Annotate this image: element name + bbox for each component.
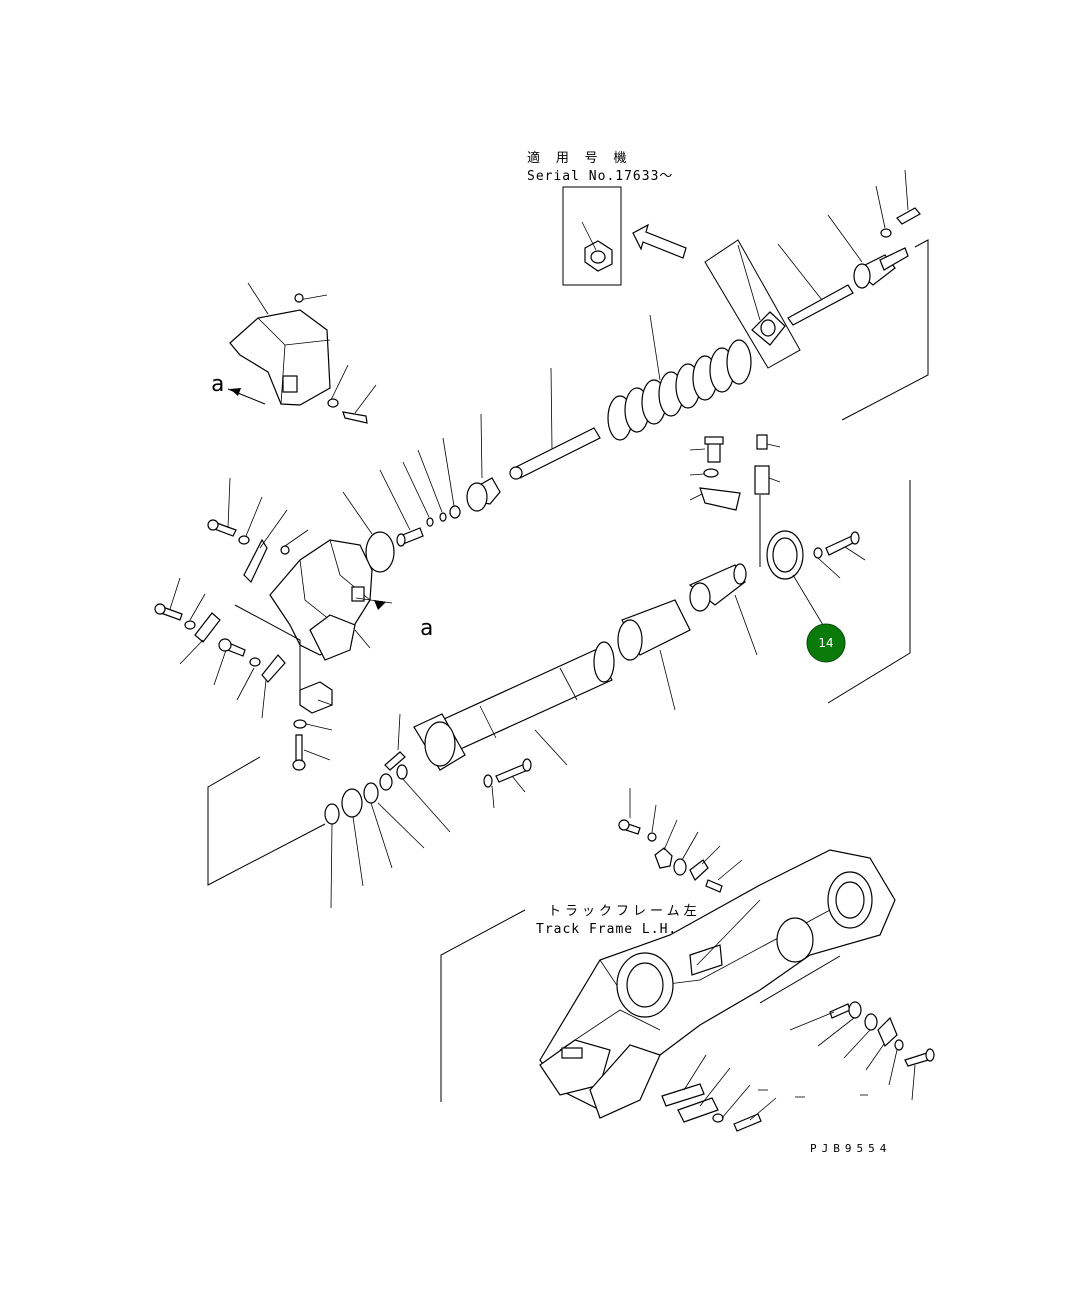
cylinder-tube [384, 599, 691, 833]
callout-14-label: 14 [818, 636, 833, 650]
callout-14[interactable]: 14 [806, 623, 846, 663]
serial-label-jp: 適 用 号 機 [527, 150, 630, 166]
grease-fitting-assembly [689, 434, 781, 565]
track-frame-label-en: Track Frame L.H. [536, 922, 677, 937]
upper-rod-assembly [704, 169, 929, 421]
serial-inset-frame [562, 186, 622, 286]
inset-arrow [632, 223, 687, 259]
yoke-bracket-assembly: a [154, 477, 433, 771]
recoil-spring-assembly [342, 314, 752, 573]
serial-label-en: Serial No.17633～ [527, 169, 673, 184]
nut-detail [581, 221, 613, 272]
track-frame-label-jp: トラックフレーム左 [548, 904, 701, 919]
view-a-label-top: a [211, 372, 224, 397]
track-frame-lh: トラックフレーム左 Track Frame L.H. [440, 788, 935, 1132]
serial-number-inset: 適 用 号 機 Serial No.17633～ [527, 150, 687, 286]
drawing-code: PJB9554 [810, 1142, 891, 1155]
view-a-label-mid: a [420, 616, 433, 641]
seal-rings [207, 756, 425, 909]
upper-cover-assembly: a [211, 282, 377, 424]
piston-ring-area: 14 [688, 480, 911, 704]
